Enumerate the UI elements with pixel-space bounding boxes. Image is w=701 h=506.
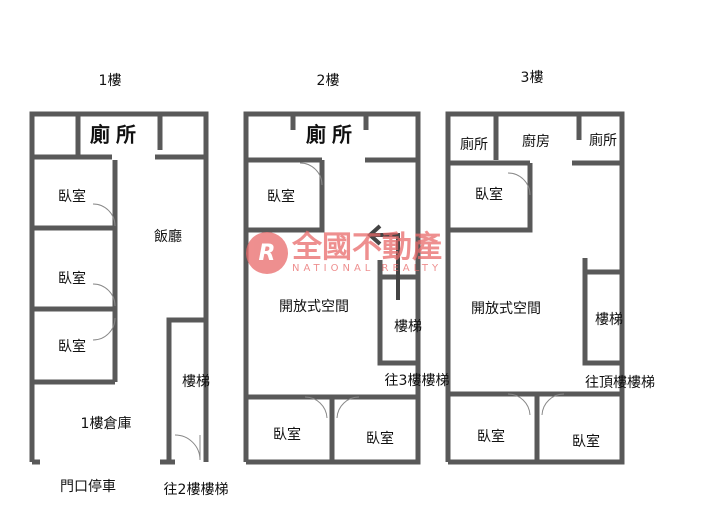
- floor-3-doors: [507, 172, 565, 416]
- room-stairs: 樓梯: [182, 374, 210, 390]
- parking-label: 門口停車: [60, 479, 116, 495]
- room-bedroom: 臥室: [58, 189, 86, 205]
- floor-3-walls: [445, 111, 625, 465]
- arrow-icon: [367, 224, 400, 300]
- room-bedroom: 臥室: [58, 339, 86, 355]
- floor-2-title: 2樓: [316, 73, 340, 89]
- room-storage: 1樓倉庫: [80, 416, 132, 432]
- watermark-logo: R: [246, 232, 288, 274]
- watermark: R 全國不動產 NATIONAL REALTY: [246, 232, 442, 274]
- room-stairs: 樓梯: [595, 312, 623, 328]
- room-bedroom: 臥室: [366, 431, 394, 447]
- room-dining: 飯廳: [154, 229, 182, 245]
- floor-2-walls: [243, 111, 421, 465]
- watermark-sub: NATIONAL REALTY: [292, 262, 443, 274]
- floor-1-doors: [92, 203, 201, 461]
- room-bedroom: 臥室: [58, 271, 86, 287]
- room-bedroom: 臥室: [267, 189, 295, 205]
- floor-2-doors: [299, 162, 360, 419]
- stairs-to-2f: 往2樓樓梯: [163, 482, 229, 498]
- room-toilet: 廁所: [589, 133, 617, 149]
- room-toilet: 廁所: [90, 122, 142, 147]
- room-kitchen: 廚房: [522, 134, 550, 150]
- room-open-space: 開放式空間: [471, 301, 541, 317]
- room-stairs: 樓梯: [394, 319, 422, 335]
- room-bedroom: 臥室: [273, 427, 301, 443]
- room-bedroom: 臥室: [475, 187, 503, 203]
- room-toilet: 廁所: [460, 137, 488, 153]
- floor-3-title: 3樓: [520, 70, 544, 86]
- stairs-to-3f: 往3樓樓梯: [384, 373, 450, 389]
- stairs-to-roof: 往頂樓樓梯: [585, 375, 655, 391]
- room-bedroom: 臥室: [477, 429, 505, 445]
- room-bedroom: 臥室: [572, 434, 600, 450]
- floor-1-walls: [29, 111, 209, 465]
- floor-1-title: 1樓: [98, 73, 122, 89]
- watermark-name: 全國不動產: [292, 229, 442, 265]
- room-open-space: 開放式空間: [279, 299, 349, 315]
- room-toilet: 廁所: [306, 122, 358, 147]
